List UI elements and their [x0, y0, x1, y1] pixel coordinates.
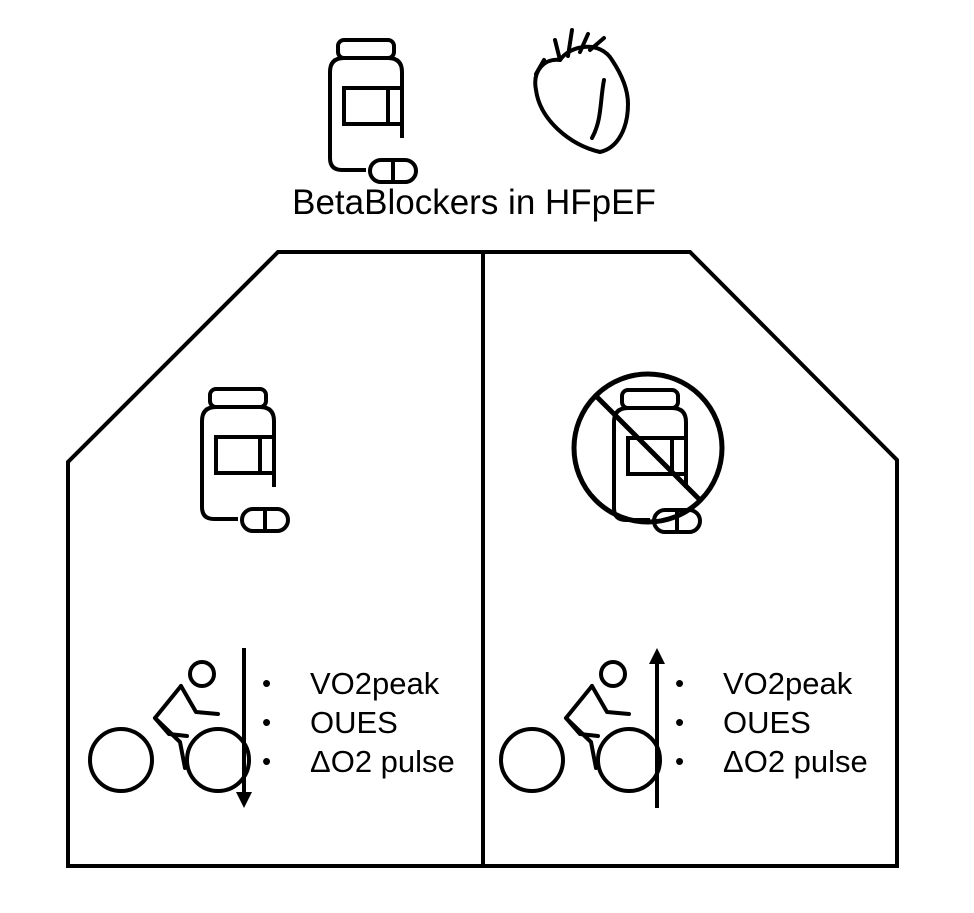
pill-bottle-icon	[200, 387, 290, 533]
bullet-marker: •	[262, 746, 271, 776]
bullet-marker: •	[675, 707, 684, 737]
metric-oues: OUES	[310, 705, 398, 740]
bullet-marker: •	[262, 668, 271, 698]
metric-vo2peak: VO2peak	[310, 666, 440, 701]
left-panel: • • • VO2peak OUES ΔO2 pulse	[88, 387, 455, 808]
cyclist-icon	[88, 660, 251, 793]
arrow-down-icon	[236, 648, 252, 808]
bullet-marker: •	[262, 707, 271, 737]
arrow-up-icon	[649, 648, 665, 808]
page-title: BetaBlockers in HFpEF	[292, 183, 656, 222]
cyclist-icon	[499, 660, 662, 793]
bullet-marker: •	[675, 746, 684, 776]
metric-o2-pulse: ΔO2 pulse	[310, 744, 455, 779]
panels-outline	[66, 250, 899, 868]
bullet-marker: •	[675, 668, 684, 698]
heart-icon	[533, 28, 630, 154]
metric-o2-pulse: ΔO2 pulse	[723, 744, 868, 779]
no-pill-bottle-icon	[571, 371, 725, 534]
metric-oues: OUES	[723, 705, 811, 740]
pill-bottle-icon	[328, 38, 418, 184]
metric-vo2peak: VO2peak	[723, 666, 853, 701]
right-panel: • • • VO2peak OUES ΔO2 pulse	[499, 371, 868, 808]
